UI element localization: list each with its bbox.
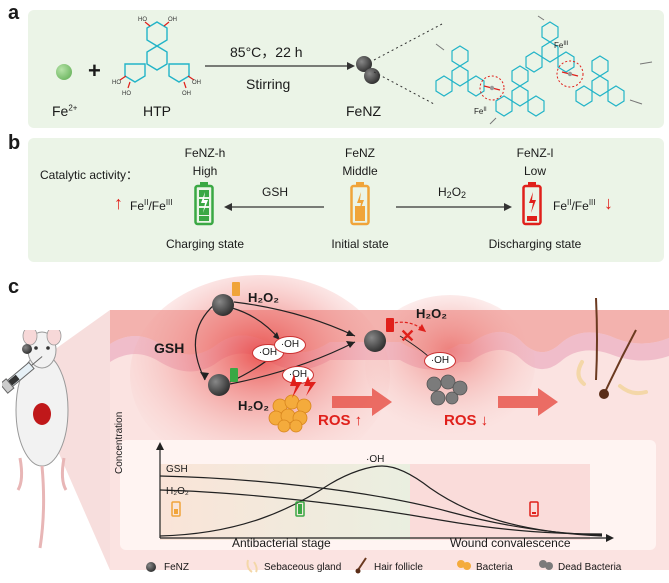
state-activity-high: High — [192, 164, 218, 178]
concentration-chart — [156, 442, 614, 542]
panel-b-letter: b — [8, 132, 21, 154]
panel-b-background — [28, 138, 664, 262]
dead-bacteria-cluster-icon — [426, 374, 468, 406]
h2o2-label-top: H₂O₂ — [248, 290, 280, 305]
sebaceous-gland-icon — [246, 559, 258, 573]
catalytic-activity-label: Catalytic activity： — [40, 168, 139, 182]
fe-ii-site-label: FeII — [474, 107, 487, 116]
legend-hair-follicle: Hair follicle — [374, 562, 423, 573]
svg-text:HO: HO — [122, 91, 131, 97]
svg-text:OH: OH — [192, 80, 201, 86]
battery-low-red-icon — [522, 182, 542, 226]
chart-y-axis-label: Concentration — [114, 411, 125, 474]
fenz-ball-icon — [364, 68, 380, 84]
svg-text:HO: HO — [112, 80, 121, 86]
h2o2-label-right: H₂O₂ — [416, 306, 448, 321]
state-name-fenz: FeNZ — [345, 146, 375, 160]
state-activity-middle: Middle — [342, 164, 378, 178]
arrow-left-icon — [224, 203, 324, 211]
hydroxyl-radical-bubble: ·OH — [274, 336, 306, 354]
battery-half-orange-icon — [350, 182, 370, 226]
arrow-right-icon — [396, 203, 512, 211]
dead-bacteria-icon — [539, 560, 553, 570]
plus-sign: + — [88, 58, 101, 83]
bacteria-icon — [457, 560, 471, 570]
fe-ion-ball-icon — [56, 64, 72, 80]
bacteria-cluster-icon — [268, 394, 312, 433]
zoom-lines — [373, 23, 443, 105]
lightning-attack-icon — [290, 374, 316, 398]
battery-full-green-icon — [194, 182, 214, 226]
fe-ratio-left: FeII/FeIII — [130, 198, 173, 213]
fenz-ball-icon — [208, 374, 230, 396]
hair-follicle-icon — [355, 557, 367, 574]
ros-increase-label: ROS ↑ — [318, 412, 363, 429]
h2o2-reagent-label: H2O2 — [438, 185, 467, 200]
svg-text:HO: HO — [138, 17, 147, 23]
htp-label: HTP — [143, 103, 171, 119]
ratio-up-arrow-icon: ↑ — [114, 193, 123, 213]
gsh-reagent-label: GSH — [262, 185, 289, 199]
fenz-product-label: FeNZ — [346, 103, 381, 119]
reaction-condition-temp: 85°C，22 h — [230, 44, 303, 60]
panel-a-letter: a — [8, 2, 20, 24]
curve-label-oh: ·OH — [366, 454, 385, 465]
panel-c-letter: c — [8, 276, 20, 298]
fenz-ball-icon — [22, 344, 32, 354]
battery-orange-icon — [232, 282, 240, 296]
curve-label-h2o2: H₂O₂ — [166, 486, 189, 497]
fe-iii-site-label: FeIII — [554, 41, 569, 50]
blocked-cross-icon: ✕ — [400, 326, 416, 346]
state-initial-label: Initial state — [331, 237, 389, 251]
gsh-label-c: GSH — [154, 340, 185, 356]
ratio-down-arrow-icon: ↓ — [604, 193, 613, 213]
reaction-condition-stirring: Stirring — [246, 76, 291, 92]
h2o2-label-bottom: H₂O₂ — [238, 398, 270, 413]
fenz-ball-icon — [212, 294, 234, 316]
mouse-icon — [2, 330, 69, 549]
legend-bacteria: Bacteria — [476, 562, 513, 573]
ros-decrease-label: ROS ↓ — [444, 412, 489, 429]
svg-text:OH: OH — [182, 91, 191, 97]
curve-label-gsh: GSH — [166, 464, 188, 475]
reaction-arrow-icon — [205, 62, 355, 70]
state-discharging-label: Discharging state — [488, 237, 582, 251]
state-name-fenz-h: FeNZ-h — [184, 146, 226, 160]
fe-ratio-right: FeII/FeIII — [553, 198, 596, 213]
fenz-ball-icon — [364, 330, 386, 352]
svg-text:OH: OH — [168, 17, 177, 23]
fe-ion-label: Fe2+ — [52, 103, 78, 119]
legend-fenz: FeNZ — [164, 562, 189, 573]
hydroxyl-radical-bubble: ·OH — [424, 352, 456, 370]
legend-dead-bacteria: Dead Bacteria — [558, 562, 622, 573]
fenz-ball-icon — [146, 562, 156, 572]
stage-wound-convalescence-label: Wound convalescence — [450, 536, 571, 550]
stage-antibacterial-label: Antibacterial stage — [232, 536, 331, 550]
legend-sebaceous-gland: Sebaceous gland — [264, 562, 342, 573]
battery-green-icon — [230, 368, 238, 382]
state-activity-low: Low — [523, 164, 546, 178]
battery-red-icon — [386, 318, 394, 332]
state-name-fenz-l: FeNZ-l — [516, 146, 554, 160]
fenz-framework-structure-icon: FeII FeIII — [435, 15, 653, 125]
state-charging-label: Charging state — [165, 237, 245, 251]
